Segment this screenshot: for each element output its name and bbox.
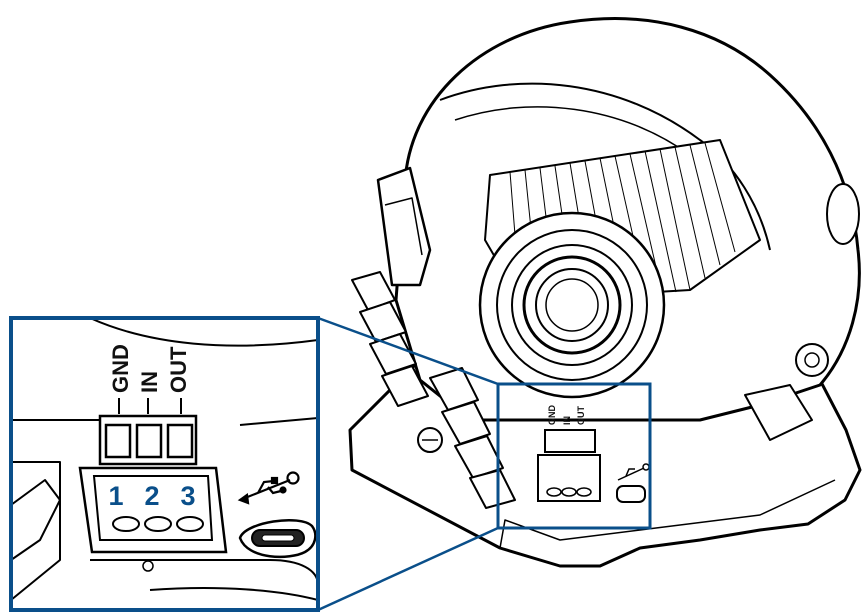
terminal-screws	[112, 516, 204, 532]
callout-source-box	[496, 382, 652, 530]
callout-line-bottom	[317, 526, 499, 612]
label-out: OUT	[166, 346, 191, 393]
label-gnd: GND	[108, 344, 133, 393]
body-terminal-labels: GND IN OUT	[547, 405, 586, 426]
side-screw-cap	[826, 183, 860, 245]
camera-body	[348, 17, 862, 568]
callout-line-top	[317, 316, 499, 386]
usb-icon	[237, 471, 300, 505]
inset-dome-arc	[89, 318, 318, 347]
right-bracket	[744, 384, 813, 441]
mount-fins	[351, 271, 516, 509]
zoom-inset: GND IN OUT 1 2 3	[11, 318, 318, 610]
inset-base-lower	[149, 587, 318, 601]
inset-fin-shape	[11, 479, 61, 561]
body-usb-port	[616, 485, 646, 503]
body-terminal-block	[537, 429, 601, 502]
inset-small-hole	[142, 560, 154, 572]
lens-visor	[439, 82, 771, 251]
usb-port	[238, 519, 317, 559]
body-label-gnd: GND	[547, 405, 557, 426]
lens-glass-inner	[545, 278, 599, 332]
base-plate-edge	[499, 479, 836, 549]
pin-number-1: 1	[108, 481, 123, 511]
inset-ridge-right	[239, 417, 318, 426]
zoom-inset-border	[9, 316, 320, 612]
label-in: IN	[137, 371, 162, 393]
inset-housing-line	[11, 461, 61, 601]
adjust-knob-center	[804, 352, 820, 368]
hinge-bracket	[376, 166, 432, 287]
pin-number-3: 3	[180, 481, 195, 511]
hinge-detail	[384, 197, 423, 256]
pin-number-2: 2	[144, 481, 159, 511]
body-label-in: IN	[562, 416, 572, 425]
terminal-block-top	[98, 414, 198, 466]
body-label-out: OUT	[576, 406, 586, 426]
label-ticks	[118, 398, 182, 414]
